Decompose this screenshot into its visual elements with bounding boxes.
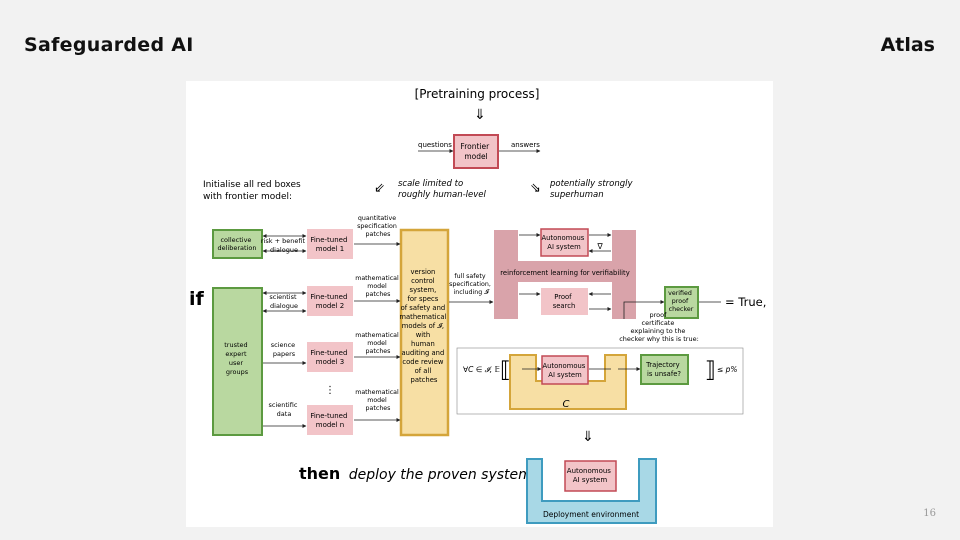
then-deploy-line: then deploy the proven system: [299, 464, 537, 483]
pretraining-label: [Pretraining process] [415, 87, 540, 101]
scale-limited-label: scale limited to roughly human-level [398, 179, 487, 200]
right-bracket: ⟧ [705, 358, 716, 383]
autonomous-ai-box-top [540, 228, 589, 257]
risk-benefit-label: risk + benefit dialogue [261, 237, 307, 254]
diag-arrow-right: ⇘ [530, 181, 541, 196]
proof-search-label: Proof search [553, 293, 576, 310]
fine-tuned-n-label: Fine-tuned model n [310, 412, 349, 429]
autonomous-ai-label-inner: Autonomous AI system [542, 362, 587, 379]
scientific-data-label: scientific data [269, 401, 300, 418]
math-patches-label-2: mathematical model patches [355, 275, 401, 298]
deployment-shape [526, 458, 657, 524]
fine-tuned-model-n [307, 405, 353, 435]
fine-tuned-1-label: Fine-tuned model 1 [310, 236, 349, 253]
collective-deliberation-label: collective deliberation [218, 236, 257, 252]
vdots: ⋮ [325, 385, 335, 396]
math-patches-label-n: mathematical model patches [355, 389, 401, 412]
slide-title: Safeguarded AI [24, 34, 194, 56]
frontier-model-box [453, 134, 499, 169]
autonomous-ai-box-inner [541, 355, 589, 385]
frontier-model-label: Frontier model [460, 142, 491, 161]
fine-tuned-3-label: Fine-tuned model 3 [310, 349, 349, 366]
left-bracket: ⟦ [500, 358, 511, 383]
le-p-label: ≤ p% [717, 365, 738, 374]
version-control-box [399, 228, 450, 437]
collective-deliberation-box [212, 229, 263, 259]
trajectory-unsafe-box [640, 354, 689, 385]
forall-expression: ∀C ∈ 𝓘, 𝔼 [463, 365, 500, 374]
proof-certificate-label: proof certificate explaining to the chec… [619, 311, 699, 343]
verified-checker-label: verified proof checker [668, 290, 694, 313]
trajectory-unsafe-label: Trajectory is unsafe? [645, 361, 682, 378]
answers-label: answers [511, 141, 540, 149]
superhuman-label: potentially strongly superhuman [549, 179, 635, 200]
c-label: C [563, 399, 570, 410]
fine-tuned-2-label: Fine-tuned model 2 [310, 293, 349, 310]
down-arrow-1: ⇓ [474, 107, 486, 123]
quant-patches-label: quantitative specification patches [357, 215, 399, 238]
autonomous-ai-label-top: Autonomous AI system [541, 234, 586, 251]
trusted-groups-box [212, 287, 263, 436]
nabla-symbol: ∇ [596, 242, 603, 251]
rl-label: reinforcement learning for verifiability [500, 269, 629, 277]
if-label: if [189, 288, 205, 310]
version-control-label: version control system, for specs of saf… [399, 268, 448, 384]
proof-search-box [541, 288, 588, 315]
equals-true: = True, [725, 295, 766, 309]
deployment-env-label: Deployment environment [543, 510, 639, 519]
fine-tuned-model-1 [307, 229, 353, 259]
math-patches-label-3: mathematical model patches [355, 332, 401, 355]
questions-label: questions [418, 141, 452, 149]
scientist-dialogue-label: scientist dialogue [269, 293, 298, 310]
autonomous-ai-box-deploy [564, 460, 617, 492]
trusted-groups-label: trusted expert user groups [224, 341, 249, 376]
expectation-frame [456, 347, 744, 415]
full-safety-label: full safety specification, including 𝓘 [449, 273, 493, 296]
page-number: 16 [923, 508, 936, 519]
fine-tuned-model-3 [307, 342, 353, 372]
then-label: then [299, 464, 340, 483]
safeguarded-ai-diagram: [Pretraining process] ⇓ Frontier model q… [186, 81, 773, 527]
deploy-label: deploy the proven system: [349, 467, 537, 483]
diag-arrow-left: ⇙ [374, 181, 385, 196]
autonomous-ai-label-deploy: Autonomous AI system [567, 467, 613, 484]
science-papers-label: science papers [271, 341, 298, 358]
down-arrow-2: ⇓ [582, 429, 594, 445]
verified-checker-box [664, 286, 699, 319]
init-text: Initialise all red boxes with frontier m… [203, 180, 304, 202]
slide-brand: Atlas [880, 34, 935, 56]
fine-tuned-model-2 [307, 286, 353, 316]
